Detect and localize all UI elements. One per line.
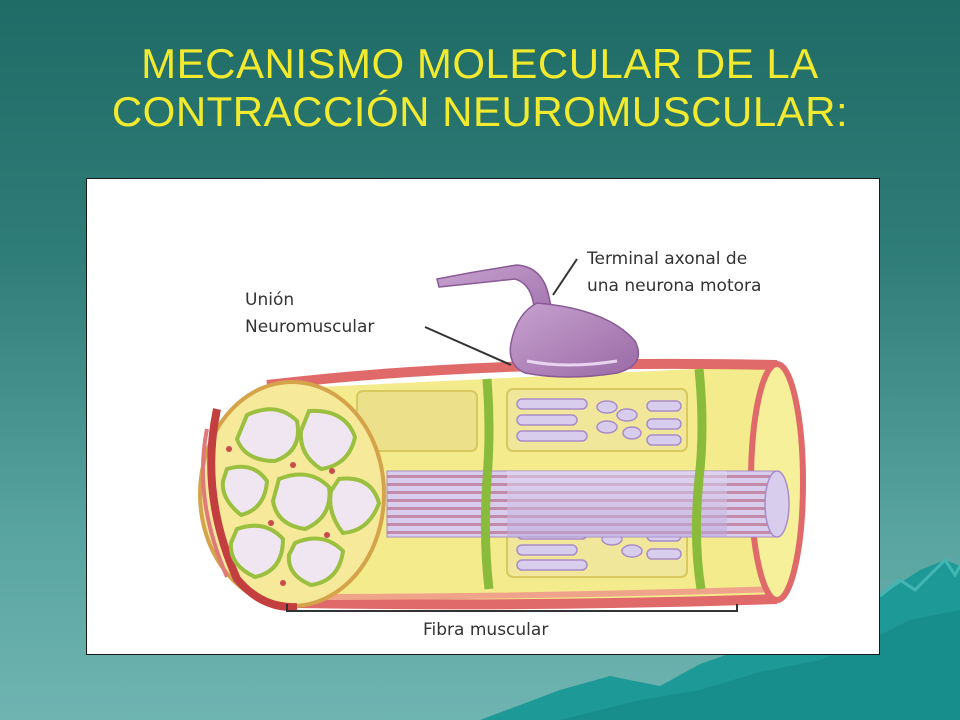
leader-lines	[424, 258, 578, 366]
t-tubules	[480, 368, 707, 590]
slide-title: MECANISMO MOLECULAR DE LA CONTRACCIÓN NE…	[0, 40, 960, 136]
fiber-bracket	[286, 604, 738, 612]
slide-title-line-1: MECANISMO MOLECULAR DE LA	[141, 40, 819, 87]
label-axon-terminal-line-2: una neurona motora	[587, 276, 761, 296]
fiber-cross-section	[198, 380, 386, 612]
muscle-fiber-diagram: Terminal axonal de una neurona motora Un…	[86, 178, 880, 655]
slide-title-line-2: CONTRACCIÓN NEUROMUSCULAR:	[111, 88, 849, 135]
label-axon-terminal-line-1: Terminal axonal de	[586, 249, 747, 269]
label-muscle-fiber: Fibra muscular	[423, 620, 548, 640]
sarcoplasmic-reticulum	[356, 388, 688, 578]
axon-terminal	[436, 264, 640, 378]
label-junction-line-1: Unión	[245, 290, 294, 310]
muscle-fiber-illustration: Terminal axonal de una neurona motora Un…	[198, 249, 806, 640]
label-junction-line-2: Neuromuscular	[245, 317, 374, 337]
myofibrils	[386, 470, 790, 538]
